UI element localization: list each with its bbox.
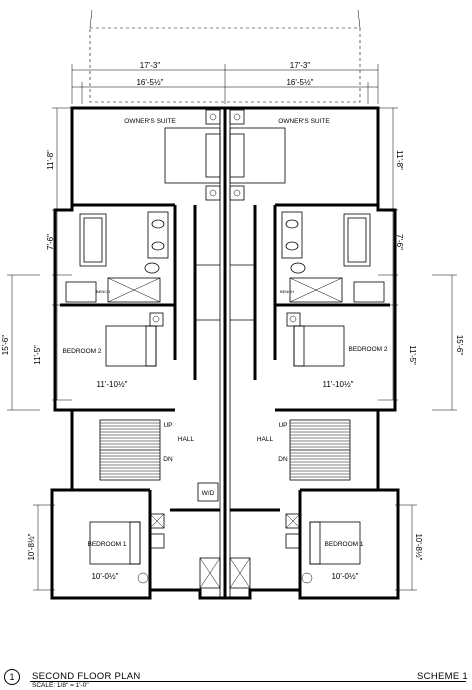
dim-bedroom2-height-right: 11'-5" bbox=[408, 345, 417, 365]
room-bedroom1-right: BEDROOM 1 bbox=[324, 541, 363, 548]
dim-bedroom2-width-right: 11'-10½" bbox=[323, 380, 354, 389]
top-dimensions bbox=[71, 64, 379, 104]
exterior-walls bbox=[50, 106, 400, 600]
dim-bedroom1-width-right: 10'-0½" bbox=[331, 572, 358, 581]
room-bedroom2-right: BEDROOM 2 bbox=[348, 346, 387, 353]
dim-top-outer-right: 17'-3" bbox=[290, 61, 311, 70]
stair-dn-right: DN bbox=[278, 456, 288, 463]
scheme-label: SCHEME 1 bbox=[417, 671, 468, 682]
owner-suite-beds bbox=[164, 109, 286, 201]
stair-up-right: UP bbox=[278, 422, 287, 429]
title-underline bbox=[30, 681, 466, 682]
dim-bath-height-right: 7'-6" bbox=[395, 234, 404, 250]
bath-fixtures bbox=[65, 211, 385, 303]
bedroom2-beds bbox=[105, 312, 345, 367]
drawing-scale: SCALE: 1/8" = 1'-0" bbox=[32, 682, 89, 689]
room-bedroom2-left: BEDROOM 2 bbox=[62, 348, 101, 355]
dim-owner-suite-height-right: 11'-8" bbox=[395, 150, 404, 170]
dim-overall-mid-left: 15'-6" bbox=[1, 335, 10, 356]
bench-label-right: BENCH bbox=[280, 289, 294, 294]
dim-bedroom2-height-left: 11'-5" bbox=[33, 345, 42, 365]
dim-owner-suite-height-left: 11'-8" bbox=[46, 150, 55, 170]
stair-dn-left: DN bbox=[163, 456, 173, 463]
room-hall-left: HALL bbox=[178, 436, 195, 443]
washer-dryer-label: W/D bbox=[202, 490, 215, 497]
room-bedroom1-left: BEDROOM 1 bbox=[87, 541, 126, 548]
room-owners-suite-right: OWNER'S SUITE bbox=[278, 118, 330, 125]
interior-walls bbox=[60, 203, 390, 590]
dim-top-inner-right: 16'-5½" bbox=[286, 78, 313, 87]
dim-overall-mid-right: 15'-6" bbox=[455, 335, 464, 356]
stair-up-left: UP bbox=[163, 422, 172, 429]
floor-plan-drawing: 17'-3" 17'-3" 16'-5½" 16'-5½" 11'-8" 11'… bbox=[1, 9, 464, 600]
drawing-number: 1 bbox=[4, 669, 20, 685]
dim-bath-height-left: 7'-6" bbox=[46, 234, 55, 250]
title-block: 1 SECOND FLOOR PLAN SCALE: 1/8" = 1'-0" … bbox=[0, 666, 472, 690]
stairs bbox=[99, 419, 351, 481]
bench-label-left: BENCH bbox=[96, 289, 110, 294]
dim-bedroom1-height-right: 10'-8½" bbox=[414, 533, 423, 560]
stair-treads bbox=[100, 422, 350, 478]
bedroom1-beds bbox=[89, 513, 361, 589]
dim-top-inner-left: 16'-5½" bbox=[136, 78, 163, 87]
room-hall-right: HALL bbox=[257, 436, 274, 443]
drawing-title: SECOND FLOOR PLAN bbox=[32, 671, 141, 682]
dim-bedroom2-width-left: 11'-10½" bbox=[97, 380, 128, 389]
room-owners-suite-left: OWNER'S SUITE bbox=[124, 118, 176, 125]
dim-top-outer-left: 17'-3" bbox=[140, 61, 161, 70]
dim-bedroom1-height-left: 10'-8½" bbox=[27, 533, 36, 560]
roof-deck-outline bbox=[89, 9, 361, 103]
washer-dryer bbox=[197, 482, 219, 502]
dim-bedroom1-width-left: 10'-0½" bbox=[91, 572, 118, 581]
